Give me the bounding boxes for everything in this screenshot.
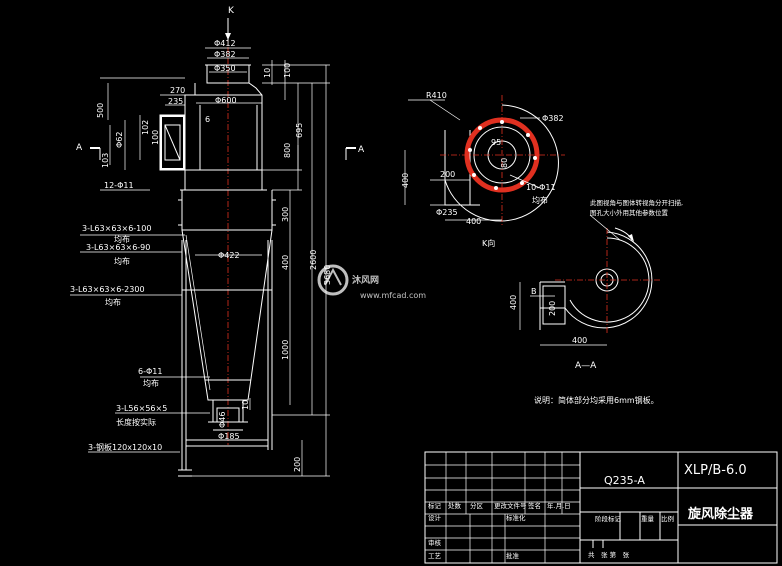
aa-view-volute [539, 231, 653, 330]
tb-sign: 签名 [528, 501, 541, 510]
aa-400: 400 [509, 295, 518, 310]
holes-6: 6-Φ11 [138, 367, 162, 376]
tb-zone: 分区 [470, 501, 484, 510]
k-80: 80 [500, 158, 509, 168]
k-holes: 10-Φ11 [526, 183, 556, 192]
aa-400b: 400 [572, 336, 587, 345]
watermark-url: www.mfcad.com [360, 291, 426, 300]
tb-name: 旋风除尘器 [687, 506, 754, 522]
aa-200: 200 [548, 301, 557, 316]
holes-12: 12-Φ11 [104, 181, 134, 190]
dim-d350: Φ350 [214, 64, 236, 73]
dim-1000: 1000 [281, 340, 290, 360]
aa-note-2: 图孔大小外用其他参数位置 [590, 208, 669, 217]
k-view-label: K [228, 6, 235, 16]
dim-3680: 3680 [323, 265, 332, 285]
k-view-volute [444, 104, 559, 222]
dim-10: 10 [263, 68, 272, 78]
k-view-title: K向 [482, 238, 495, 248]
k-r410: R410 [426, 91, 447, 100]
tb-scale: 比例 [661, 514, 674, 523]
dim-6: 6 [205, 115, 210, 124]
dim-270: 270 [170, 86, 185, 95]
tb-approve: 批准 [506, 551, 520, 560]
aa-view-labels: 此图视角与图体转视角分开扫描, 图孔大小外用其他参数位置 400 B 200 4… [509, 198, 683, 371]
outlet-pipe [206, 65, 250, 84]
dim-2600: 2600 [309, 250, 318, 270]
general-note: 说明：简体部分均采用6mm钢板。 [534, 395, 659, 405]
k-95: 95 [491, 138, 501, 147]
k-d382: Φ382 [542, 114, 564, 123]
dim-d412: Φ412 [214, 39, 236, 48]
dim-d382: Φ382 [214, 50, 236, 59]
install-note: 长度按实际 [116, 417, 156, 427]
aa-note-1: 此图视角与图体转视角分开扫描, [590, 198, 683, 207]
k-400: 400 [401, 173, 410, 188]
k-view [404, 95, 565, 225]
dim-100: 100 [151, 130, 160, 145]
tb-standard: 标准化 [506, 513, 526, 522]
tb-stage: 阶段标记 [595, 514, 622, 523]
aa-view-title: A—A [575, 361, 597, 371]
angle-steel-1: 3-L63×63×6-100 [82, 224, 151, 233]
title-block: 标记 处数 分区 更改文件号 签名 年.月.日 设计 标准化 审核 工艺 批准 … [424, 451, 778, 564]
main-elevation-view [70, 18, 356, 477]
even-1: 均布 [114, 234, 130, 244]
tb-check: 审核 [428, 538, 442, 547]
even-3: 均布 [105, 297, 121, 307]
k-d235: Φ235 [436, 208, 458, 217]
tb-date: 年.月.日 [547, 501, 571, 510]
tb-material: Q235-A [604, 474, 645, 487]
tb-change: 更改文件号 [494, 501, 527, 510]
angle-steel-3: 3-L63×63×6-2300 [70, 285, 145, 294]
k-view-labels: R410 Φ382 95 80 400 200 Φ235 400 10-Φ11 … [401, 91, 564, 248]
dim-d185: Φ185 [218, 432, 240, 441]
dim-10b: 10 [241, 400, 250, 410]
dim-d46: Φ46 [218, 412, 227, 428]
dim-235: 235 [168, 97, 183, 106]
cylinder-body [181, 190, 273, 231]
dim-400: 400 [281, 255, 290, 270]
dim-100b: 100 [283, 63, 292, 78]
dim-d600: Φ600 [215, 96, 237, 105]
k-200: 200 [440, 170, 455, 179]
dim-800: 800 [283, 143, 292, 158]
dim-d62: Φ62 [115, 132, 124, 148]
k-400b: 400 [466, 217, 481, 226]
dim-300: 300 [281, 207, 290, 222]
dim-102: 102 [141, 120, 150, 135]
tb-code: XLP/B-6.0 [684, 463, 747, 478]
main-view-labels: K Φ412 Φ382 Φ350 Φ600 270 235 6 500 103 … [70, 6, 365, 472]
dim-500: 500 [96, 103, 105, 118]
tb-mark: 标记 [428, 501, 442, 510]
dim-695: 695 [295, 123, 304, 138]
tb-sheet: 共 张 第 张 [588, 550, 630, 559]
tb-design: 设计 [428, 513, 442, 522]
angle-steel-2: 3-L63×63×6-90 [86, 243, 150, 252]
dim-200: 200 [293, 457, 302, 472]
aa-view [519, 214, 660, 346]
even-2: 均布 [114, 256, 130, 266]
section-a-left: A [76, 143, 83, 153]
steel-plate: 3-钢板120x120x10 [88, 442, 162, 452]
even-4: 均布 [143, 378, 159, 388]
section-a-right: A [358, 145, 365, 155]
dim-d422: Φ422 [218, 251, 240, 260]
watermark: 沐风网 www.mfcad.com [317, 264, 426, 300]
tb-weight: 重量 [641, 515, 655, 523]
aa-b: B [531, 287, 537, 296]
k-even: 均布 [532, 195, 548, 205]
angle-steel-4: 3-L56×56×5 [116, 404, 167, 413]
tb-count: 处数 [448, 501, 462, 510]
dim-103: 103 [101, 153, 110, 168]
tb-process: 工艺 [428, 552, 442, 560]
watermark-text: 沐风网 [352, 274, 379, 286]
